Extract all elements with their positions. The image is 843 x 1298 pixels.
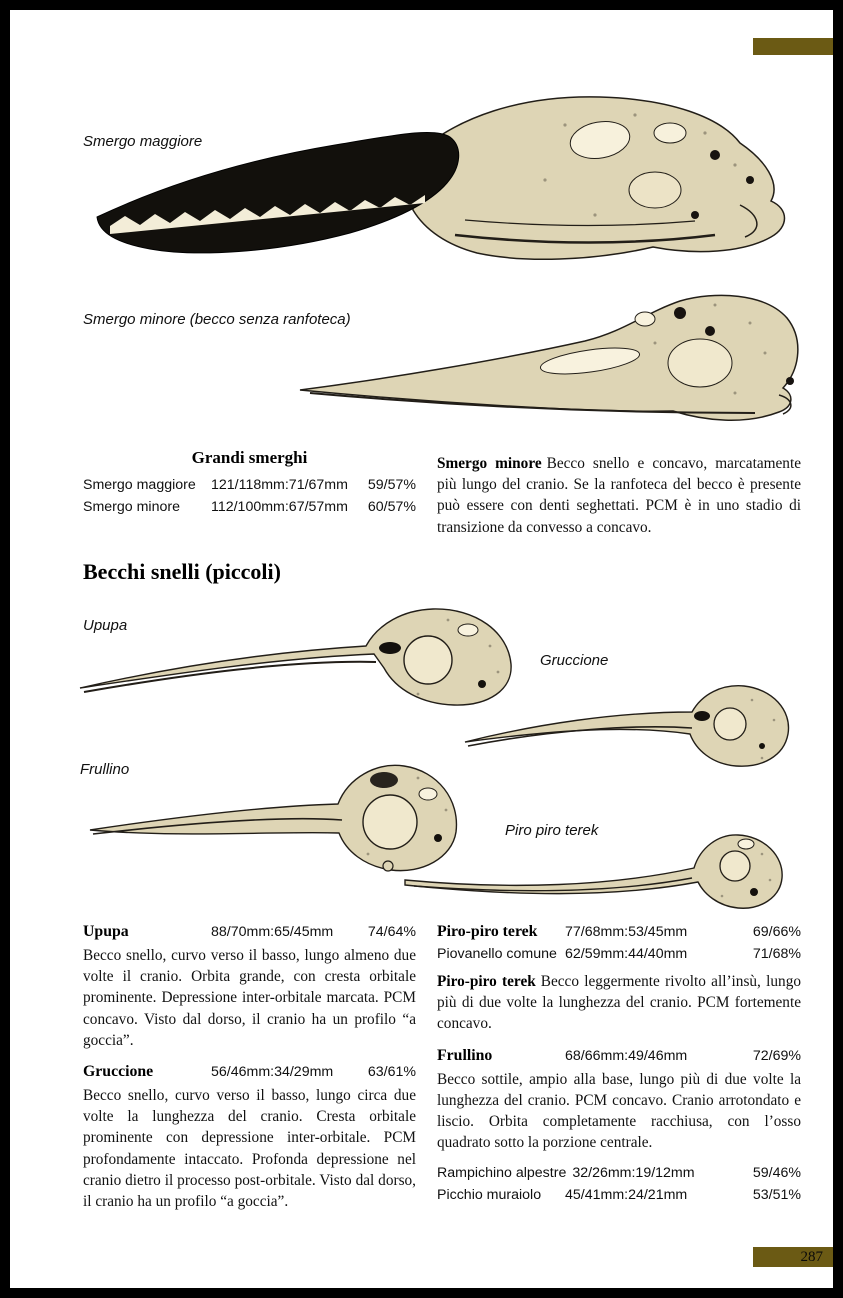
stat-row-frullino: Frullino 68/66mm:49/46mm 72/69% [437,1045,801,1067]
species-name: Piovanello comune [437,946,557,962]
stat-row-gruccione: Gruccione 56/46mm:34/29mm 63/61% [83,1061,416,1083]
figure-label-smergo-minore: Smergo minore (becco senza ranfoteca) [83,311,351,328]
book-page: Smergo maggiore Smergo minore (becco sen… [10,10,833,1288]
species-name: Upupa [83,923,129,940]
paragraph-lead: Smergo minore [437,455,542,472]
section-heading: Becchi snelli (piccoli) [83,559,281,584]
top-accent-bar [753,38,833,55]
species-name: Rampichino alpestre [437,1165,567,1182]
species-measures: 68/66mm:49/46mm [565,1047,688,1064]
figure-label-upupa: Upupa [83,617,128,634]
upupa-skull-illustration [79,608,512,706]
species-percent: 72/69% [752,1047,801,1064]
species-measures: 88/70mm:65/45mm [211,924,334,940]
species-name: Piro-piro terek [437,923,538,940]
table-row: Smergo maggiore 121/118mm:71/67mm 59/57% [83,475,416,496]
species-percent: 59/57% [367,477,416,493]
smerghi-table: Grandi smerghi Smergo maggiore 121/118mm… [83,448,416,519]
species-percent: 63/61% [367,1064,416,1081]
species-name: Picchio muraiolo [437,1187,542,1204]
frullino-description: Becco sottile, ampio alla base, lungo pi… [437,1070,801,1152]
stat-row-picchio-muraiolo: Picchio muraiolo 45/41mm:24/21mm 53/51% [437,1185,801,1206]
species-name: Smergo maggiore [83,477,196,493]
smergo-maggiore-skull-illustration [96,96,786,260]
piro-piro-terek-skull-illustration [404,834,783,909]
species-measures: 77/68mm:53/45mm [565,924,688,940]
species-name: Smergo minore [83,499,180,515]
paragraph-body: Becco snello e concavo, marcatamente più… [437,455,801,536]
species-measures: 121/118mm:71/67mm [211,477,348,493]
species-measures: 112/100mm:67/57mm [211,499,348,515]
gruccione-skull-illustration [464,685,790,767]
species-measures: 56/46mm:34/29mm [211,1064,334,1081]
stat-row-piovanello-comune: Piovanello comune 62/59mm:44/40mm 71/68% [437,944,801,965]
figure-label-smergo-maggiore: Smergo maggiore [83,133,203,150]
species-measures: 32/26mm:19/12mm [572,1165,695,1182]
page-number-bar: 287 [753,1247,833,1267]
left-text-column: Upupa 88/70mm:65/45mm 74/64% Becco snell… [83,920,416,1222]
paragraph-lead: Piro-piro terek [437,973,536,990]
species-percent: 59/46% [752,1165,801,1182]
gruccione-description: Becco snello, curvo verso il basso, lung… [83,1087,416,1211]
paragraph-body: Becco leggermente rivolto all’insù, lung… [437,973,802,1033]
figure-label-gruccione: Gruccione [540,652,609,669]
species-name: Gruccione [83,1063,154,1081]
species-percent: 71/68% [752,946,801,962]
figure-label-piro-piro-terek: Piro piro terek [505,822,599,839]
table-row: Smergo minore 112/100mm:67/57mm 60/57% [83,497,416,518]
species-percent: 74/64% [367,924,416,940]
figure-label-frullino: Frullino [80,761,130,778]
page-number: 287 [800,1248,824,1265]
smergo-minore-skull-illustration [299,294,799,421]
stat-row-piro-piro-terek: Piro-piro terek 77/68mm:53/45mm 69/66% [437,921,801,943]
species-percent: 60/57% [367,499,416,515]
species-measures: 62/59mm:44/40mm [565,946,688,962]
right-text-column: Piro-piro terek 77/68mm:53/45mm 69/66% P… [437,920,801,1207]
smerghi-table-title: Grandi smerghi [191,448,308,467]
species-measures: 45/41mm:24/21mm [565,1187,688,1204]
species-name: Frullino [437,1046,493,1064]
stat-row-upupa: Upupa 88/70mm:65/45mm 74/64% [83,921,416,943]
species-percent: 53/51% [752,1187,801,1204]
frullino-skull-illustration [89,764,458,872]
upupa-description: Becco snello, curvo verso il basso, lung… [83,947,416,1049]
species-percent: 69/66% [752,924,801,940]
stat-row-rampichino-alpestre: Rampichino alpestre 32/26mm:19/12mm 59/4… [437,1163,801,1184]
